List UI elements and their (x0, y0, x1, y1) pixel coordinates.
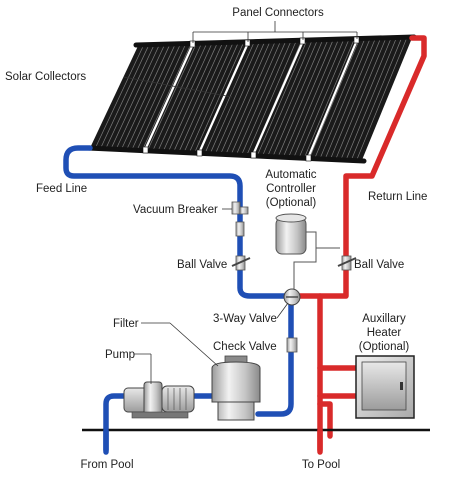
panel-connector-marks (142, 36, 360, 162)
three-way-valve (283, 288, 301, 306)
pump-label: Pump (105, 349, 135, 361)
three-way-valve-label: 3-Way Valve (213, 313, 277, 325)
filter (211, 355, 261, 421)
from-pool-label: From Pool (80, 459, 133, 471)
collector-tube (105, 45, 155, 149)
panel-divider (306, 39, 359, 159)
collector-tube (215, 42, 265, 154)
feed-line-pipe (63, 145, 295, 299)
collector-tube (246, 41, 297, 156)
ball-valve-left (231, 255, 251, 271)
collector-tube (121, 44, 170, 150)
collector-tube (335, 38, 386, 159)
collector-tube (173, 43, 223, 152)
auxiliary-heater-label-line3: (Optional) (359, 341, 410, 353)
automatic-controller-label-line1: Automatic (265, 169, 316, 181)
collector-tube (194, 42, 244, 153)
feed-line-label: Feed Line (36, 183, 87, 195)
from-pool-pipe (103, 393, 127, 453)
collector-tube (126, 44, 176, 150)
bottom-header-pipe (85, 145, 367, 164)
top-header-pipe (133, 34, 417, 48)
collector-tube (131, 44, 181, 150)
collector-tube (325, 38, 376, 159)
feed-coupling (235, 221, 245, 237)
collector-tube (236, 41, 286, 155)
controller-wire (293, 231, 317, 290)
collector-tube (152, 44, 202, 151)
automatic-controller-label-line3: (Optional) (266, 197, 317, 209)
check-valve (286, 337, 298, 353)
collector-tube (314, 39, 365, 159)
panel-divider (251, 40, 305, 156)
vacuum-breaker-label: Vacuum Breaker (133, 204, 218, 216)
collector-tube (136, 44, 186, 151)
panel-divider (143, 43, 195, 151)
auxiliary-heater (355, 355, 415, 419)
to-pool-pipe (317, 293, 333, 439)
collector-tube (262, 40, 313, 156)
pump (123, 381, 195, 419)
collector-tube (304, 39, 355, 158)
filter-outlet-pipe (255, 297, 294, 417)
collector-tube (298, 39, 350, 158)
ball-valve-right-label: Ball Valve (354, 259, 404, 271)
collector-tube (168, 43, 218, 152)
collector-tube (110, 45, 160, 150)
collector-tube (157, 43, 207, 152)
ball-valve-left-label: Ball Valve (177, 259, 227, 271)
collector-tube (257, 40, 307, 156)
automatic-controller-label-line2: Controller (266, 183, 316, 195)
collector-tubes (94, 38, 408, 160)
collector-tube (267, 40, 318, 156)
collector-tube (345, 38, 397, 160)
panel-connectors-bracket (192, 21, 358, 43)
solar-collectors (85, 34, 417, 164)
collector-tube (147, 44, 197, 151)
feed-pipes (63, 145, 295, 453)
filter-leader-2 (169, 322, 219, 367)
collector-tube (204, 42, 255, 154)
collector-tube (178, 43, 228, 153)
collector-tube (356, 38, 408, 160)
collector-tube (283, 40, 334, 157)
collector-tube (209, 42, 260, 154)
auxiliary-heater-label-line2: Heater (367, 327, 402, 339)
collector-tube (293, 39, 344, 158)
return-line-label: Return Line (368, 191, 427, 203)
collector-tube (183, 43, 234, 153)
collector-tube (220, 42, 271, 154)
panel-divider (197, 42, 250, 154)
collector-tube (330, 38, 381, 159)
collector-tube (288, 40, 339, 157)
collector-tube (319, 39, 371, 159)
three-way-valve-leader (276, 302, 289, 319)
collector-tube (272, 40, 323, 157)
filter-label: Filter (113, 318, 139, 330)
check-valve-label: Check Valve (213, 341, 277, 353)
to-pool-label: To Pool (302, 459, 340, 471)
collector-tube (340, 38, 392, 160)
solar-collectors-leader (123, 76, 233, 98)
vacuum-breaker (222, 201, 249, 215)
collector-tube (351, 38, 402, 160)
collector-tube (230, 41, 281, 155)
collector-tube (189, 42, 239, 153)
collector-tube (94, 45, 144, 149)
panel-connectors-label: Panel Connectors (232, 7, 324, 19)
ball-valve-right (337, 255, 357, 271)
collector-tube (162, 43, 213, 152)
collector-tube (141, 44, 192, 151)
auxiliary-heater-label-line1: Auxillary (362, 313, 406, 325)
collector-tube (277, 40, 329, 157)
collector-tube (225, 41, 276, 155)
collector-tube (115, 45, 165, 150)
collector-tube (241, 41, 292, 155)
automatic-controller (275, 213, 340, 290)
collector-tube (100, 45, 149, 149)
solar-collectors-label: Solar Collectors (5, 71, 86, 83)
collector-tube (309, 39, 360, 158)
return-line-pipe (297, 35, 427, 299)
